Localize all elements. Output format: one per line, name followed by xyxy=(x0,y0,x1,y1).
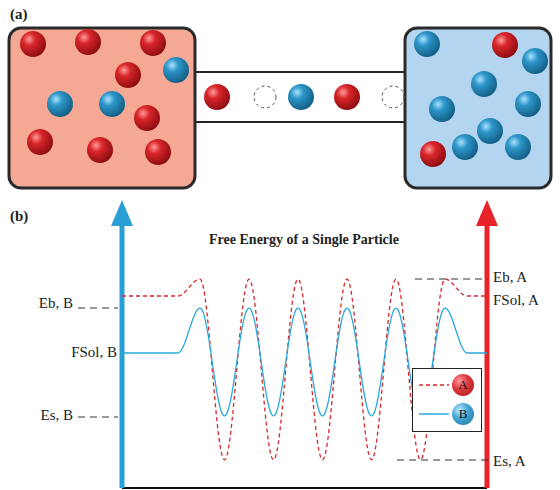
arrowhead xyxy=(476,200,498,226)
particles xyxy=(20,29,548,167)
axis-arrow-b xyxy=(120,222,125,488)
legend-label: B xyxy=(452,403,474,425)
legend-sample xyxy=(418,413,448,415)
legend-sample xyxy=(418,384,448,386)
free-energy-a xyxy=(122,279,487,460)
energy-label: FSol, A xyxy=(493,291,539,309)
energy-label: Es, B xyxy=(40,406,73,424)
plot-title: Free Energy of a Single Particle xyxy=(209,231,399,249)
energy-label: Eb, A xyxy=(493,268,527,286)
channel-wall xyxy=(190,71,410,73)
energy-label: Eb, B xyxy=(39,294,73,312)
energy-label: Es, A xyxy=(493,452,526,470)
panel-label: (b) xyxy=(10,207,28,225)
legend-box: AB xyxy=(412,368,482,432)
channel-wall xyxy=(190,121,410,123)
energy-label: FSol, B xyxy=(71,343,117,361)
legend-label: A xyxy=(452,374,474,396)
legend-sample xyxy=(419,413,449,415)
legend-sample xyxy=(419,384,449,386)
axis-baseline xyxy=(122,487,487,489)
axis-arrow-a xyxy=(485,222,490,488)
panel-label: (a) xyxy=(10,5,28,23)
arrowhead xyxy=(111,200,133,226)
level-guides xyxy=(78,279,488,460)
reservoir-left xyxy=(9,28,195,188)
reservoir-right xyxy=(405,28,551,188)
channel xyxy=(190,72,410,122)
